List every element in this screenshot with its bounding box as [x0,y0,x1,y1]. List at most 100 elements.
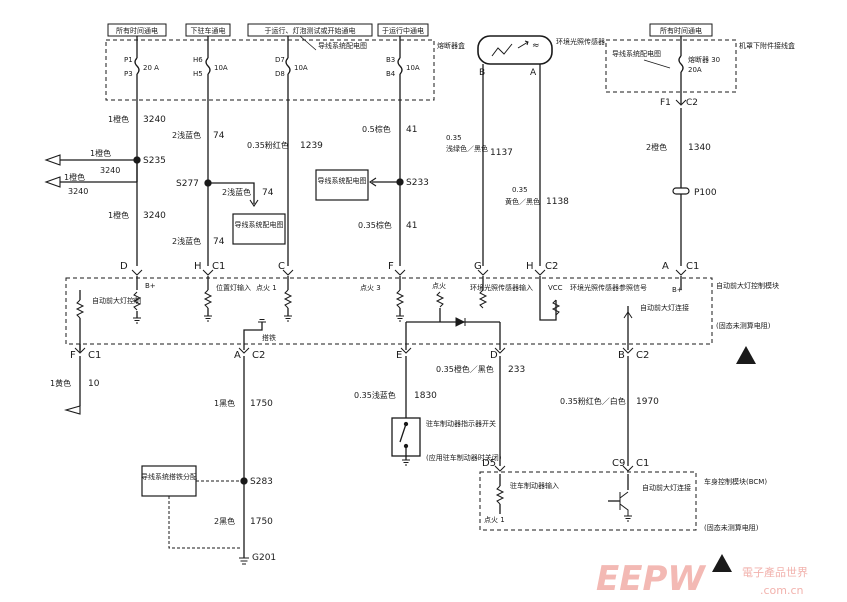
module-pin-c1: C1 [212,261,225,272]
module-pin-a: A [662,261,669,272]
underhood-header: 所有时间通电 [660,26,702,35]
fuse-2-out-pin: H5 [193,70,203,78]
wire-1750-number-lower: 1750 [250,517,273,527]
wire-233-color: 0.35橙色／黑色 [436,364,494,374]
wire-1239-color: 0.35粉红色 [247,140,289,150]
arrow-left-icon [369,177,377,187]
parking-brake-switch: 驻车制动器指示器开关 (应用驻车制动器时关闭) [391,417,502,466]
branch-74-number: 74 [262,188,274,198]
left-branch-color-bottom: 1橙色 [64,172,85,182]
wire-3240-color-lower: 1橙色 [108,210,129,220]
module-pin-g: G [474,261,482,272]
fuse-header-run: 于运行中通电 [382,26,424,35]
fuse-1-in-pin: P1 [124,56,133,64]
watermark-cn: 電子產品世界 [742,565,808,579]
splice-s235: S235 1橙色 3240 1橙色 3240 [44,148,166,196]
wire-1970-number: 1970 [636,397,659,407]
module-bplus-right: B+ [672,286,683,294]
wire-74-number-lower: 74 [213,237,225,247]
wire-41-number-lower: 41 [406,221,417,231]
module-name: 自动前大灯控制模块 [716,281,779,290]
module-bottom-pin-e: E [396,350,402,361]
fuse-block: 所有时间通电 下驻车通电 于运行、灯泡测试或开始通电 于运行中通电 熔断器盒 P… [105,23,465,101]
fuse-block-name: 熔断器盒 [437,41,465,50]
bcm-name: 车身控制模块(BCM) [704,477,767,486]
wire-10-number: 10 [88,379,100,389]
bcm-ignition: 点火 1 [484,516,505,524]
fuse-3-icon [285,57,291,75]
wire-1340-color: 2橙色 [646,142,667,152]
ground-icon [624,515,632,522]
bcm-note: (固态未测算电阻) [704,523,759,532]
arrow-left-icon [44,176,61,188]
module-ground-label: 搭铁 [262,333,276,342]
splice-s283: S283 导线系统搭铁分配 [141,465,273,549]
sensor-pin-b: B [479,68,485,78]
tilde-icon: ≈ [532,41,540,51]
wire-1750-number-upper: 1750 [250,399,273,409]
resistor-icon [283,289,293,309]
module-top-connectors [131,269,687,276]
wire-1137-size: 0.35 [446,134,462,142]
headlamp-control-module: 自动前大灯控制模块 (固态未测算电阻) B+ 自动前大灯控制 位置灯输入 点火 … [65,276,779,364]
wire-41-color: 0.5棕色 [362,124,391,134]
splice-s283-label: S283 [250,477,273,487]
underhood-junction-block: 所有时间通电 导线系统配电图 熔断器 30 20A 机罩下附件接线盒 F1 C2 [605,23,795,108]
wire-3240-number-lower: 3240 [143,211,166,221]
fuse-3-ref: 导线系统配电图 [318,41,367,50]
fuse-3-out-pin: D8 [275,70,285,78]
esd-warning-icon [712,554,732,572]
module-pin-h2: H [526,261,534,272]
splice-s233-label: S233 [406,178,429,188]
ref-box-wiring-2-text: 导线系统配电图 [318,176,367,185]
ref-box-ground-text: 导线系统搭铁分配 [141,472,197,481]
module-sensor-ref: 环境光照传感器参照信号 [570,283,647,292]
fuse-2-rating: 10A [214,64,228,72]
wire-1138-number: 1138 [546,197,569,207]
bcm-brake-input: 驻车制动器输入 [510,481,559,490]
fuse-1-rating: 20 A [143,64,159,72]
module-bplus-left: B+ [145,282,156,290]
branch-74-color: 2浅蓝色 [222,187,251,197]
wire-1750-color-upper: 1黑色 [214,398,235,408]
module-note: (固态未测算电阻) [716,321,771,330]
ref-box-wiring-1 [232,213,286,245]
splice-s277-label: S277 [176,179,199,189]
module-bottom-pin-c2: C2 [252,350,265,361]
module-bottom-pin-a: A [234,350,241,361]
module-headlamp-ctrl: 自动前大灯控制 [92,296,141,305]
wire-74-color: 2浅蓝色 [172,130,201,140]
bcm-headlamp-link: 自动前大灯连接 [642,483,691,492]
underhood-pin-c2: C2 [686,98,698,108]
arrow-left-icon [63,405,81,415]
underhood-fuse-label: 熔断器 30 [688,55,720,64]
ground-icon [204,315,212,322]
transistor-icon [623,311,633,319]
wire-41-number: 41 [406,125,417,135]
underhood-fuse-rating: 20A [688,66,702,74]
resistor-icon [495,485,505,505]
sensor-name: 环境光照传感器 [556,37,605,46]
ground-g201-label: G201 [252,553,276,563]
wire-1340-number: 1340 [688,143,711,153]
wire-74-color-lower: 2浅蓝色 [172,236,201,246]
wire-10-color: 1黄色 [50,378,71,388]
module-bottom-pin-c2b: C2 [636,350,649,361]
resistor-icon [75,299,85,319]
left-branch-number-top: 3240 [100,166,120,175]
transistor-icon [619,491,629,516]
ref-box-ground [141,465,197,497]
resistor-icon [203,289,213,309]
watermark-logo: EEPW [596,559,706,599]
ground-icon [284,315,292,322]
wire-1750-color-lower: 2黑色 [214,516,235,526]
bcm-pin-d5: D5 [482,458,496,469]
ambient-light-sensor: ≈ B A 环境光照传感器 [477,35,605,78]
lower-wiring [63,356,629,558]
fuse-header-run-bulb: 于运行、灯泡测试或开始通电 [265,26,356,35]
brake-switch-note: (应用驻车制动器时关闭) [426,453,502,462]
module-ignition1: 点火 1 [256,284,277,292]
fuse-3-in-pin: D7 [275,56,285,64]
